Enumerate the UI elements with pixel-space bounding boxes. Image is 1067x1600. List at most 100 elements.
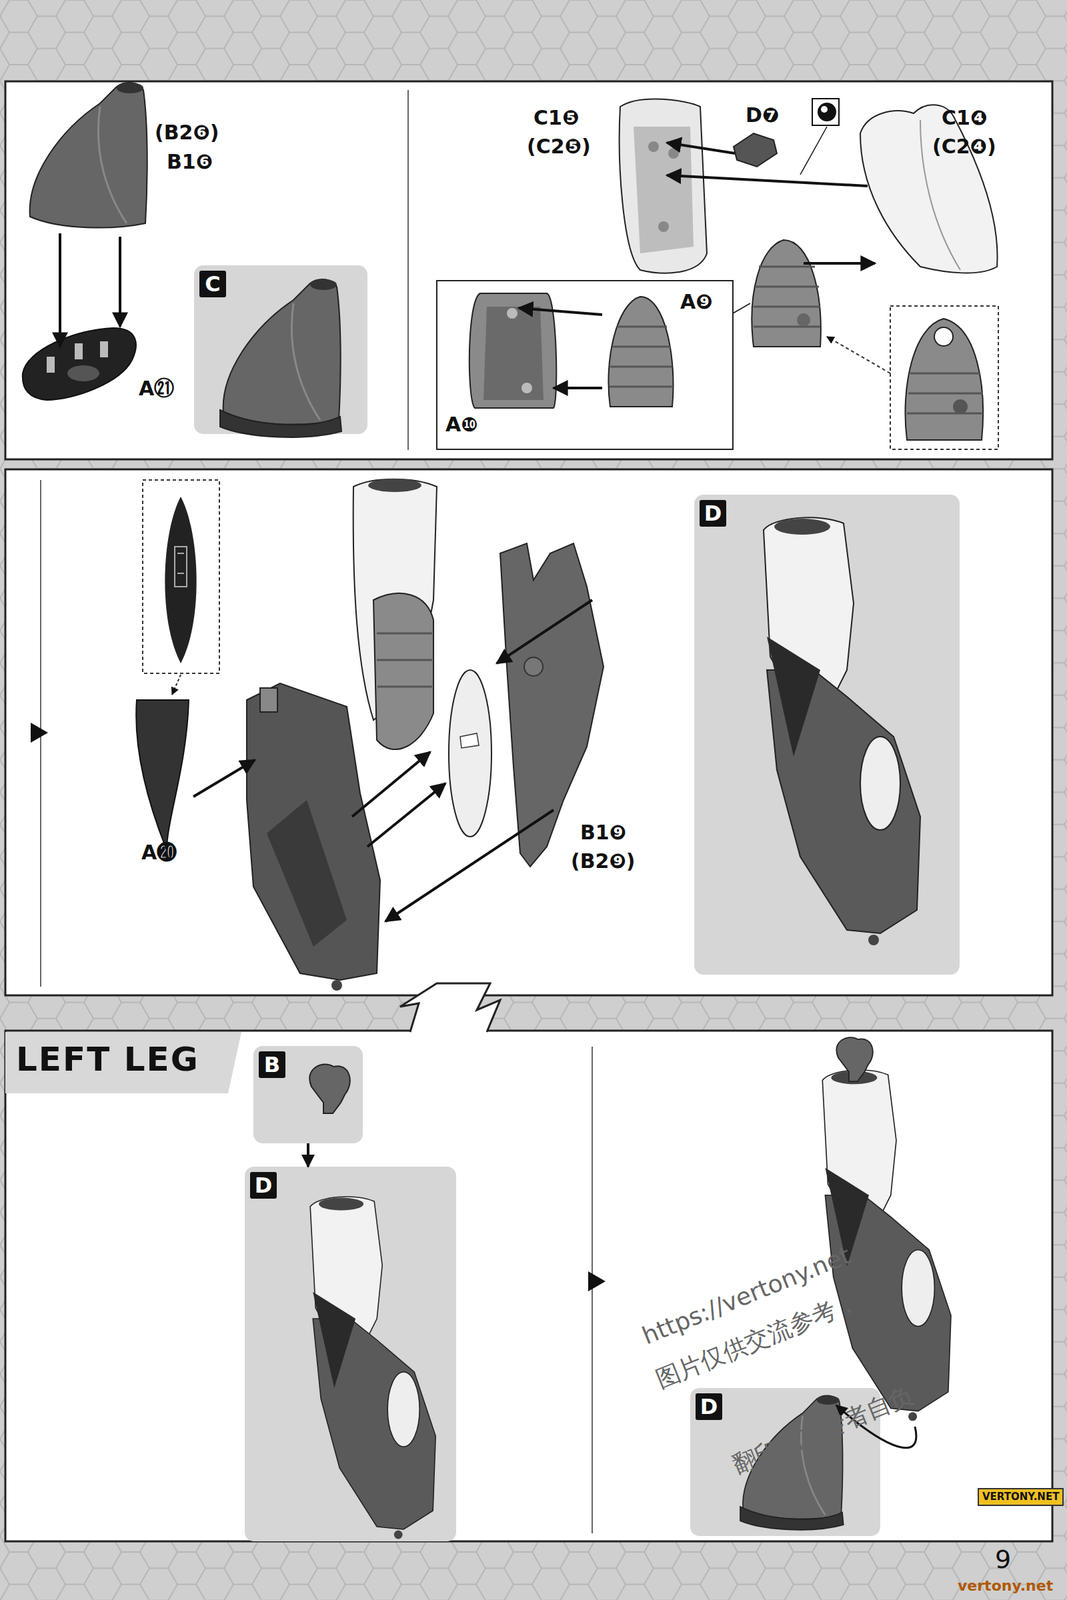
drawing-line [803,262,875,265]
box-letter: B [258,1051,286,1079]
drawing-use [836,1037,873,1082]
part-number: (B2❾) [570,850,636,874]
drawing-circle [521,382,533,394]
drawing-path [376,633,433,687]
drawing-rect [436,280,733,450]
drawing-path [751,240,821,347]
drawing-path [608,296,673,407]
drawing-rect [142,480,220,674]
box-letter: D [699,500,727,527]
box-ground [694,494,960,975]
drawing-path [906,373,983,414]
drawing-use [220,410,342,438]
part-number: A❾ [680,290,713,315]
part-number: D❼ [745,104,779,128]
drawing-path [609,326,673,387]
watermark: VERTONY.NET [977,1488,1064,1507]
drawing-use [740,1507,844,1531]
drawing-line [666,175,868,187]
drawing-path [246,683,381,981]
drawing-rect [812,98,839,126]
drawing-polygon [588,1271,606,1292]
drawing-ellipse [67,365,100,382]
drawing-circle [648,141,659,153]
drawing-line [193,760,255,797]
drawing-circle [952,399,968,415]
drawing-path [164,496,197,664]
drawing-line [367,783,446,847]
part-box: D [694,494,960,975]
part-number: C1❹ [941,106,987,131]
drawing-path [22,328,137,401]
drawing-path [266,800,347,947]
part-number: A㉑ [138,377,175,401]
drawing-path [619,98,707,273]
page-number: 9 [994,1545,1011,1576]
drawing-ellipse [368,478,422,493]
drawing-path [483,306,544,401]
part-box: D [244,1167,457,1542]
box-letter: D [695,1393,723,1421]
part-box: C [194,265,368,435]
drawing-use [223,279,341,425]
drawing-path [860,104,998,273]
part-number: (B2❻) [154,121,220,145]
drawing-use [309,1064,351,1114]
part-number: A❿ [445,413,479,437]
drawing-rect [412,1028,486,1035]
drawing-circle [668,148,679,159]
drawing-path [136,700,189,851]
watermark: vertony.net [957,1577,1053,1595]
drawing-line [58,233,62,347]
drawing-circle [817,102,837,122]
drawing-use [763,517,921,946]
drawing-polygon [5,1032,242,1094]
drawing-rect [5,469,1053,996]
part-number: B1❾ [580,821,627,845]
drawing-polygon [30,722,49,743]
drawing-line [826,336,891,374]
box-ground [253,1046,363,1144]
drawing-line [553,386,603,390]
part-number: A⓴ [141,841,177,865]
part-number: B1❻ [166,150,213,175]
drawing-circle [506,308,518,319]
box-letter: C [199,270,227,298]
drawing-line [666,142,735,154]
drawing-path [373,593,434,750]
drawing-line [172,674,181,695]
drawing-rect [5,1030,1053,1542]
assembly-arrow [306,1143,310,1168]
part-number: (C2❺) [526,135,591,159]
drawing-line [800,126,827,175]
drawing-line [118,236,122,327]
drawing-line [385,810,554,922]
drawing-path [733,133,777,167]
drawing-circle [331,980,343,991]
box-ground [244,1167,457,1542]
drawing-circle [934,327,953,347]
drawing-use [30,82,148,229]
drawing-circle [820,106,828,113]
box-ground [194,265,368,435]
drawing-line [591,1046,593,1534]
drawing-path [174,546,187,587]
drawing-rect [74,343,83,360]
drawing-rect [5,81,1053,460]
part-box: B [253,1046,363,1144]
drawing-line [407,90,409,451]
drawing-path [904,318,983,441]
part-number: C1❺ [533,106,579,131]
drawing-circle [796,313,811,327]
drawing-path [753,266,821,327]
box-letter: D [250,1172,277,1200]
drawing-use [310,1197,436,1540]
drawing-path [460,733,479,749]
drawing-rect [890,306,999,450]
drawing-line [496,600,593,664]
